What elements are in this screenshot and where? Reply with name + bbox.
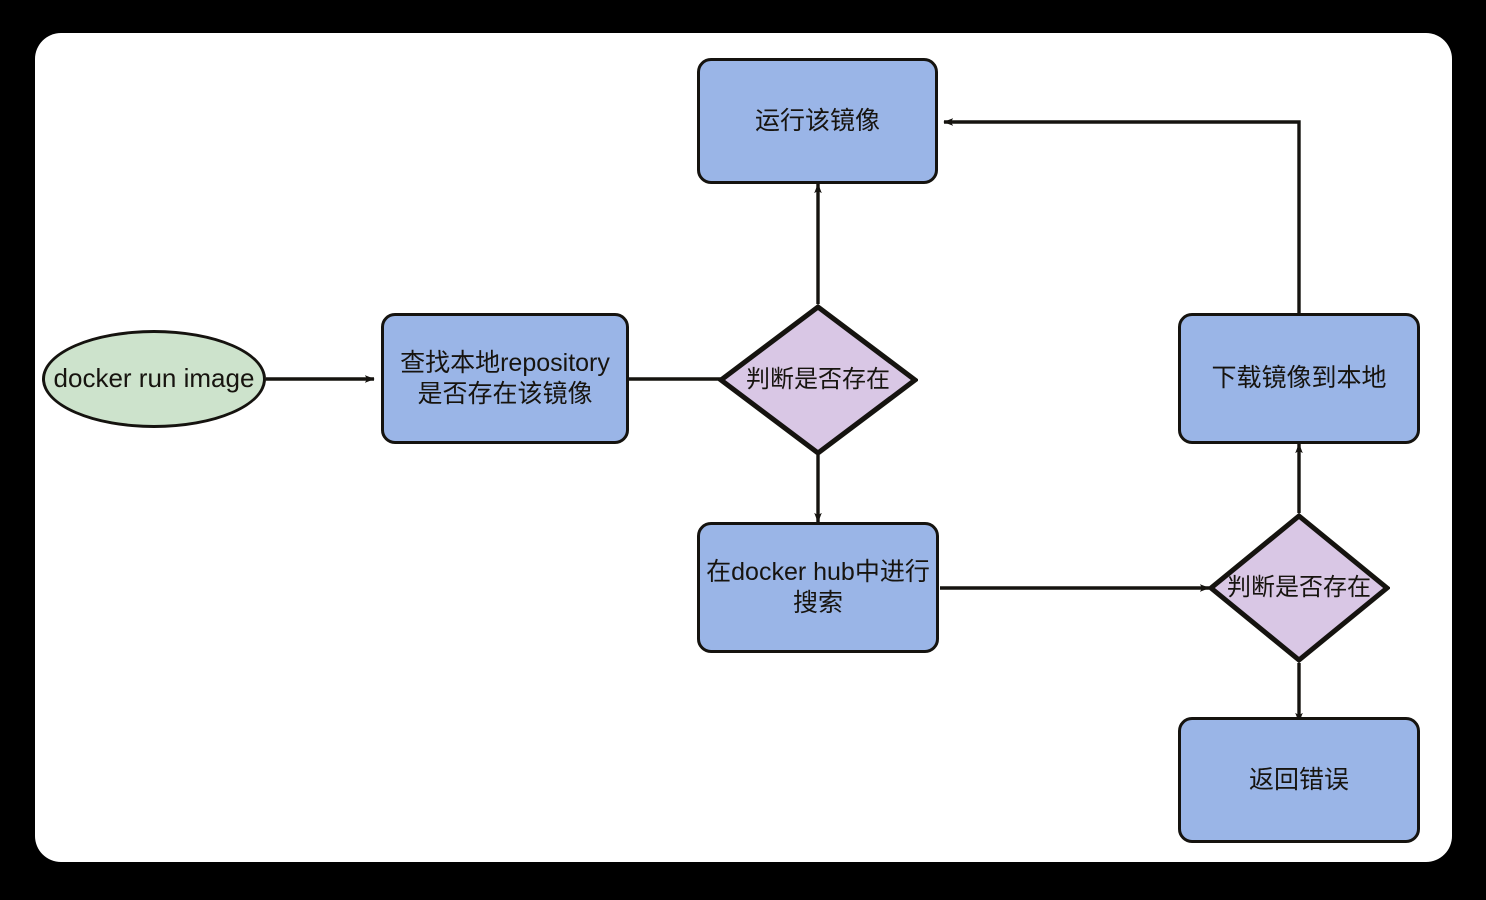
- node-return-error-label: 返回错误: [1248, 765, 1349, 794]
- node-download-image-label: 下载镜像到本地: [1211, 364, 1387, 393]
- node-search-local-label: 查找本地repository 是否存在该镜像: [400, 349, 610, 408]
- node-search-hub[interactable]: 在docker hub中进行 搜索: [697, 522, 939, 653]
- node-return-error[interactable]: 返回错误: [1178, 717, 1420, 843]
- node-run-image-label: 运行该镜像: [754, 106, 880, 135]
- node-start[interactable]: docker run image: [42, 330, 266, 428]
- node-decision-hub-label: 判断是否存在: [1227, 574, 1371, 602]
- node-search-hub-label: 在docker hub中进行 搜索: [706, 558, 930, 617]
- node-download-image[interactable]: 下载镜像到本地: [1178, 313, 1420, 444]
- node-run-image[interactable]: 运行该镜像: [697, 58, 938, 184]
- decision-diamond-shape: [718, 304, 918, 456]
- node-decision-hub[interactable]: 判断是否存在: [1208, 513, 1390, 663]
- node-search-local[interactable]: 查找本地repository 是否存在该镜像: [381, 313, 629, 444]
- node-decision-local-label: 判断是否存在: [746, 366, 890, 394]
- node-start-label: docker run image: [53, 363, 255, 394]
- node-decision-local[interactable]: 判断是否存在: [718, 304, 918, 456]
- decision-diamond-shape: [1208, 513, 1390, 663]
